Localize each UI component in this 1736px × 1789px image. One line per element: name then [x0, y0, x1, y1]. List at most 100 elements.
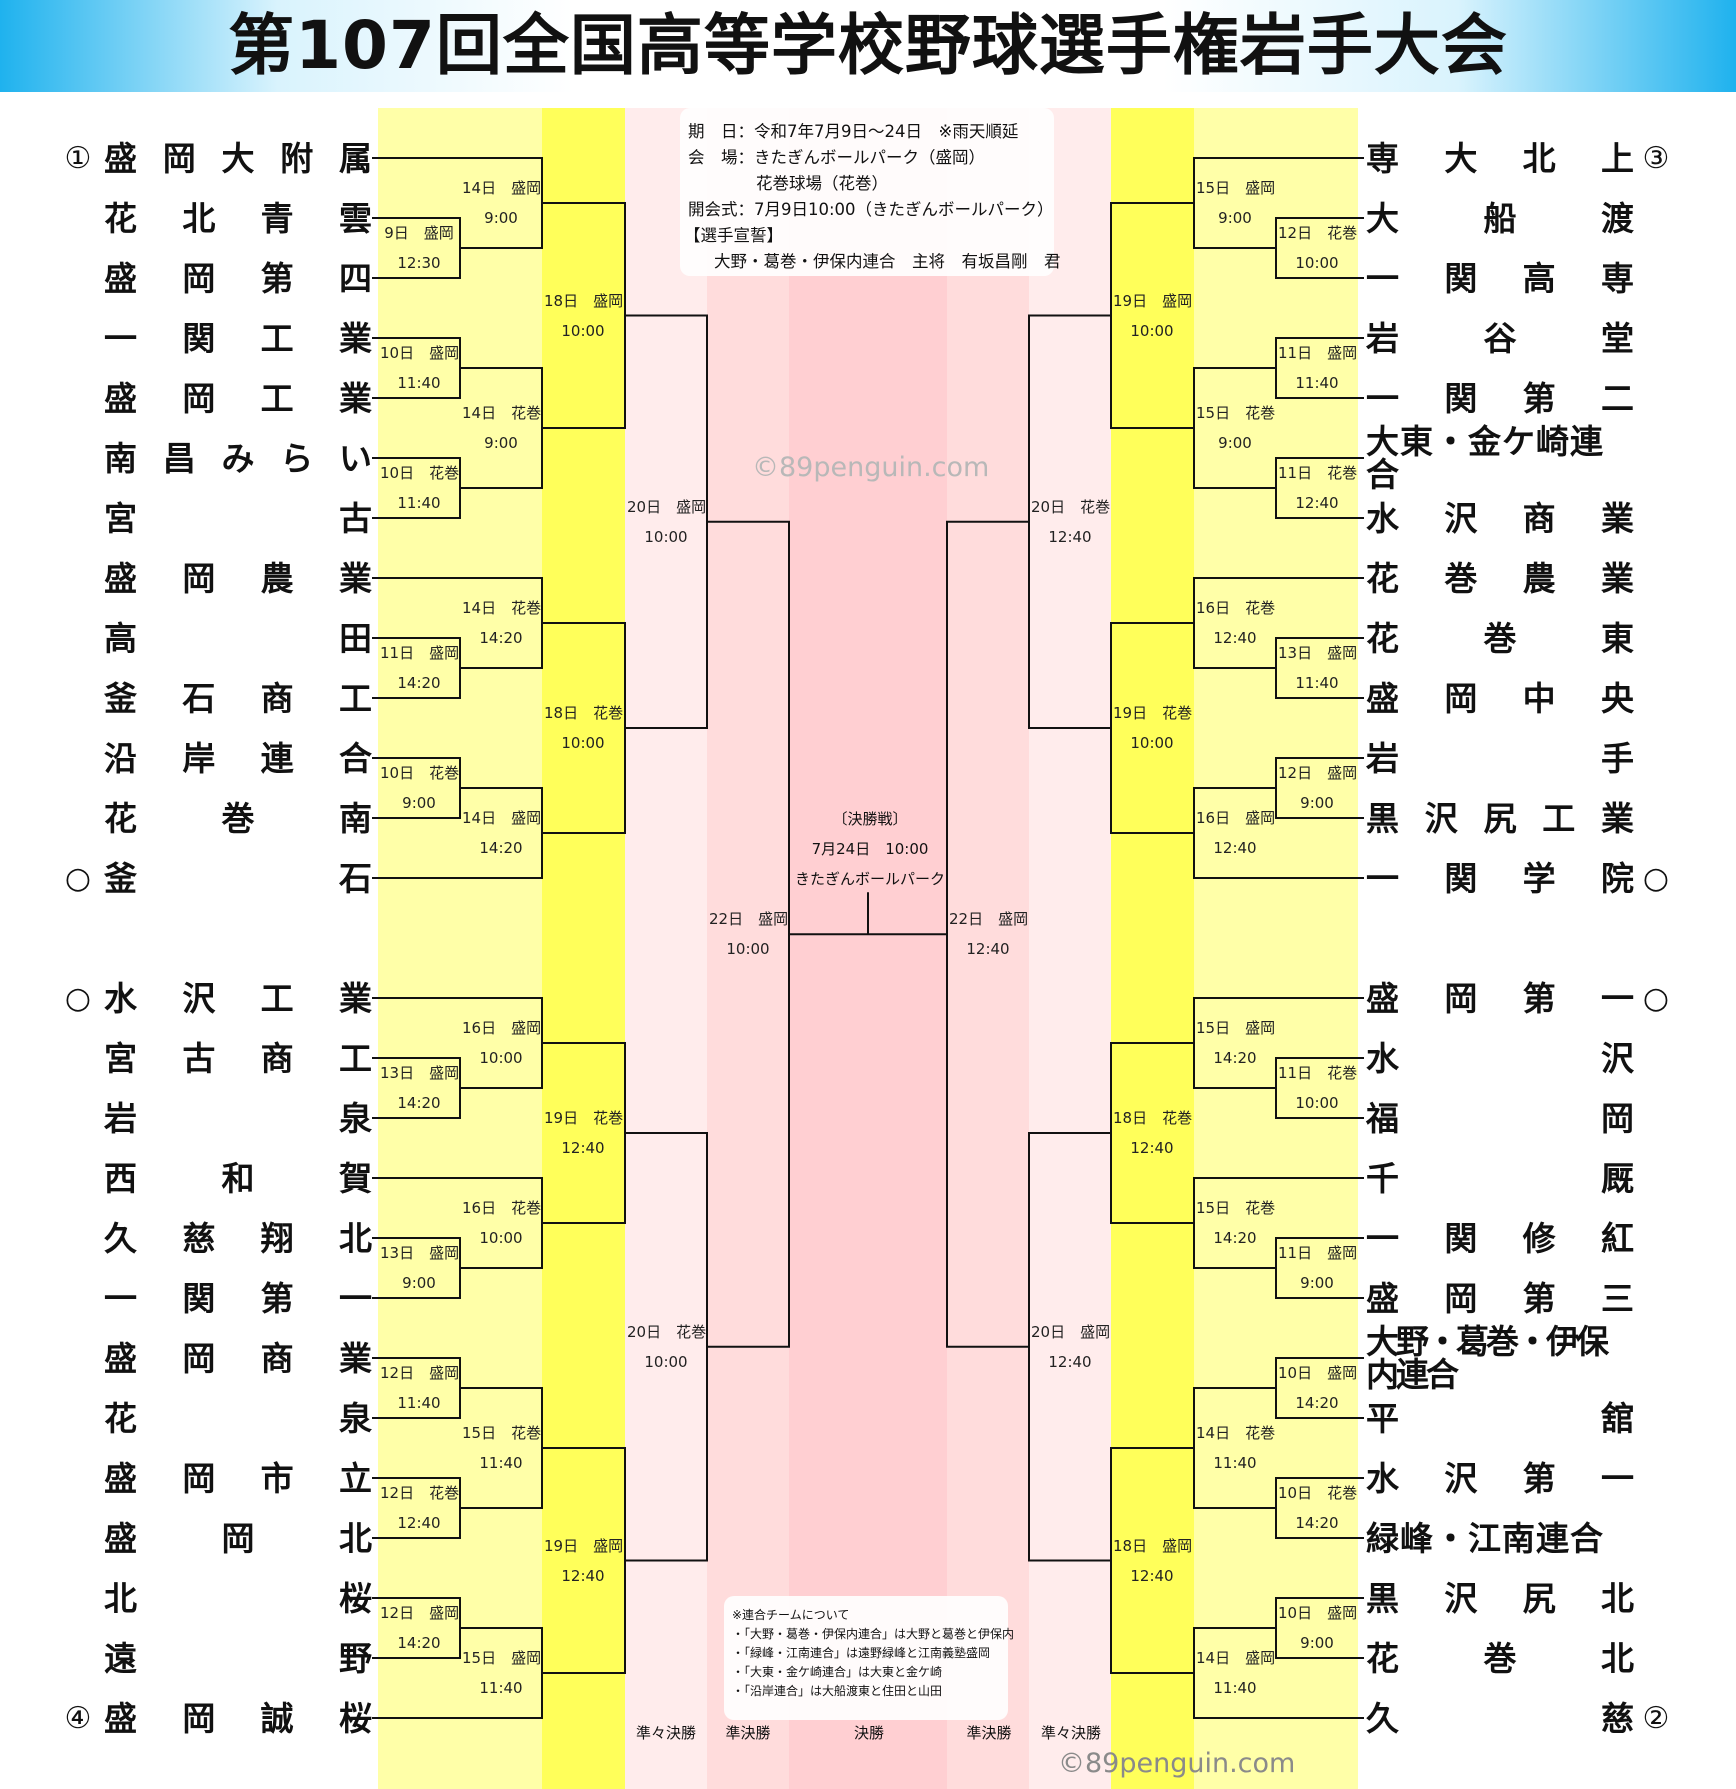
match-date: 9日 盛岡 — [384, 224, 454, 242]
seed-mark: ○ — [64, 980, 92, 1016]
match-date: 10日 盛岡 — [380, 344, 460, 362]
team-name: 盛岡第四 — [104, 258, 372, 298]
tournament-info-box: 期 日：令和7年7月9日～24日 ※雨天順延 会 場：きたぎんボールパーク（盛岡… — [680, 108, 1061, 276]
match-time: 12:40 — [561, 1566, 605, 1585]
match-time: 10:00 — [561, 734, 605, 752]
round-label-qf-right: 準々決勝 — [1040, 1724, 1101, 1742]
match-date: 16日 盛岡 — [1196, 809, 1276, 827]
match-time: 10:00 — [1130, 321, 1174, 340]
match-date: 11日 盛岡 — [380, 644, 460, 662]
team-name: 緑峰・江南連合 — [1366, 1518, 1604, 1558]
match-time: 12:40 — [1048, 527, 1092, 546]
team-name: 大野・葛巻・伊保内連合 — [1366, 1322, 1609, 1394]
team-name: 西和賀 — [104, 1158, 372, 1198]
column-qf-right — [1029, 108, 1111, 1789]
team-name: 南昌みらい — [104, 438, 372, 478]
info-oath: 大野・葛巻・伊保内連合 主将 有坂昌剛 君 — [714, 252, 1061, 271]
match-time: 12:40 — [397, 1514, 441, 1532]
match-time: 12:30 — [397, 254, 441, 272]
info-oath-heading: 【選手宣誓】 — [684, 226, 783, 245]
seed-mark: ○ — [1642, 980, 1670, 1016]
seed-mark: ○ — [1642, 860, 1670, 896]
qf-match-label: 20日 盛岡 10:00 — [627, 492, 707, 552]
seed-mark: ① — [64, 140, 92, 176]
team-name: 一関工業 — [104, 318, 372, 358]
round-label-qf-left: 準々決勝 — [635, 1724, 696, 1742]
round-label-sf-right: 準決勝 — [966, 1724, 1012, 1742]
match-date: 12日 花巻 — [380, 1484, 460, 1502]
team-name: 岩手 — [1366, 738, 1634, 778]
team-name: 水沢第一 — [1366, 1458, 1634, 1498]
team-name: 大船渡 — [1366, 198, 1634, 238]
match-time: 12:40 — [1213, 629, 1257, 647]
match-time: 14:20 — [1295, 1514, 1339, 1532]
match-date: 16日 花巻 — [1196, 599, 1276, 617]
match-time: 10:00 — [1295, 254, 1339, 272]
team-name: 黒沢尻工業 — [1366, 798, 1634, 838]
match-time: 11:40 — [479, 1679, 523, 1697]
note-line: ・「沿岸連合」は大船渡東と住田と山田 — [732, 1684, 943, 1698]
column-qf-left — [625, 108, 707, 1789]
column-final — [789, 108, 947, 1789]
team-name: 花巻北 — [1366, 1638, 1634, 1678]
match-time: 10:00 — [1295, 1094, 1339, 1112]
match-date: 10日 花巻 — [380, 464, 460, 482]
team-name: 一関第一 — [104, 1278, 372, 1318]
match-date: 14日 花巻 — [462, 404, 542, 422]
team-name: 花北青雲 — [104, 198, 372, 238]
match-date: 12日 盛岡 — [380, 1364, 460, 1382]
team-name: 花泉 — [104, 1398, 372, 1438]
team-name: 北桜 — [104, 1578, 372, 1618]
match-time: 14:20 — [1213, 1049, 1257, 1067]
round-label-sf-left: 準決勝 — [725, 1724, 771, 1742]
match-date: 12日 盛岡 — [380, 1604, 460, 1622]
match-time: 14:20 — [397, 674, 441, 692]
match-time: 12:40 — [1130, 1139, 1174, 1157]
note-line: ・「緑峰・江南連合」は遠野緑峰と江南義塾盛岡 — [732, 1646, 991, 1660]
seed-mark: ② — [1642, 1700, 1670, 1736]
team-name: 一関修紅 — [1366, 1218, 1634, 1258]
column-sf-right — [947, 108, 1029, 1789]
match-time: 9:00 — [484, 209, 518, 227]
match-time: 10:00 — [644, 527, 688, 546]
match-time: 14:20 — [479, 839, 523, 857]
team-name: 盛岡商業 — [104, 1338, 372, 1378]
team-name: 一関高専 — [1366, 258, 1634, 298]
match-date: 18日 花巻 — [544, 704, 624, 722]
match-date: 15日 盛岡 — [1196, 179, 1276, 197]
final-datetime: 7月24日 10:00 — [811, 840, 929, 858]
match-time: 11:40 — [1213, 1679, 1257, 1697]
match-time: 14:20 — [1295, 1394, 1339, 1412]
round-label-final: 決勝 — [853, 1724, 884, 1742]
page-title: 第107回全国高等学校野球選手権岩手大会 — [228, 7, 1508, 84]
r1-match-label: 12日 花巻 12:40 — [380, 1478, 460, 1538]
seed-mark: ③ — [1642, 140, 1670, 176]
match-time: 9:00 — [1300, 1634, 1334, 1652]
team-name: 高田 — [104, 618, 372, 658]
match-date: 11日 盛岡 — [1278, 1244, 1358, 1262]
match-time: 10:00 — [479, 1049, 523, 1067]
r1-match-label: 9日 盛岡 12:30 — [380, 218, 458, 278]
column-r1-right — [1276, 108, 1358, 1789]
match-date: 20日 盛岡 — [627, 497, 707, 516]
team-name: 花巻農業 — [1366, 558, 1634, 598]
